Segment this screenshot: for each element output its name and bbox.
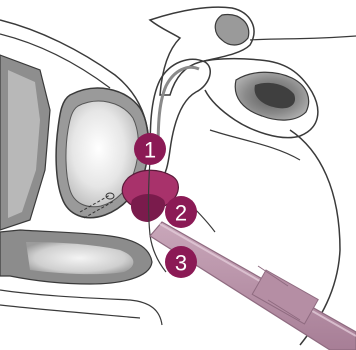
- marker-1-label: 1: [144, 138, 156, 163]
- ultrasound-probe: [150, 222, 356, 350]
- marker-2: 2: [165, 196, 197, 228]
- pelvic-bone-left: [0, 55, 50, 230]
- marker-1: 1: [134, 133, 166, 165]
- rectum: [0, 230, 162, 325]
- marker-3: 3: [165, 246, 197, 278]
- marker-3-label: 3: [175, 251, 187, 276]
- marker-2-label: 2: [175, 201, 187, 226]
